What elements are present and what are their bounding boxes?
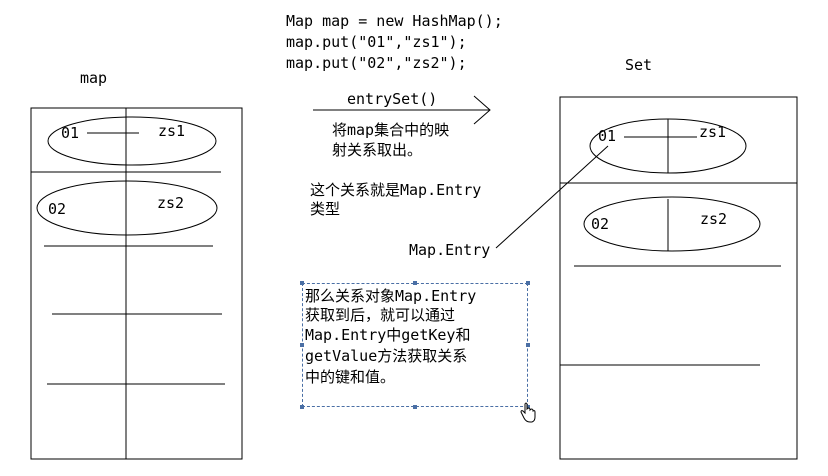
type-note-line: 类型	[310, 200, 341, 218]
code-line: Map map = new HashMap();	[286, 12, 503, 30]
map-container	[30, 107, 243, 460]
set-title: Set	[625, 56, 653, 74]
code-line: map.put("01","zs1");	[286, 33, 467, 51]
extract-note-line: 射关系取出。	[332, 141, 423, 159]
resize-handle[interactable]	[526, 343, 530, 347]
resize-handle[interactable]	[413, 405, 417, 409]
resize-handle[interactable]	[526, 281, 530, 285]
map-entry-pointer-line	[495, 145, 609, 249]
resize-handle[interactable]	[413, 281, 417, 285]
set-entry-value: zs1	[699, 123, 727, 141]
resize-handle[interactable]	[300, 343, 304, 347]
set-container	[559, 96, 798, 460]
map-entry-value: zs1	[158, 122, 186, 140]
map-entry-key: 02	[48, 200, 67, 218]
box-note-line: 获取到后，就可以通过	[305, 306, 456, 324]
extract-note-line: 将map集合中的映	[332, 121, 450, 139]
hand-cursor-icon	[520, 402, 536, 423]
resize-handle[interactable]	[300, 281, 304, 285]
set-entry-key: 01	[598, 127, 617, 145]
box-note-line: 那么关系对象Map.Entry	[305, 287, 477, 305]
arrow-head	[473, 95, 491, 125]
map-entry-oval	[36, 180, 218, 236]
set-entry-key: 02	[591, 215, 610, 233]
map-entry-oval	[47, 116, 217, 166]
entryset-label: entrySet()	[347, 90, 438, 108]
code-line: map.put("02","zs2");	[286, 54, 467, 72]
box-note-line: 中的键和值。	[305, 368, 396, 386]
map-entry-key: 01	[61, 124, 80, 142]
set-entry-value: zs2	[700, 210, 728, 228]
box-note-line: Map.Entry中getKey和	[305, 326, 471, 344]
resize-handle[interactable]	[526, 405, 530, 409]
box-note-line: getValue方法获取关系	[305, 347, 468, 365]
map-title: map	[80, 69, 108, 87]
map-entry-label: Map.Entry	[409, 241, 491, 259]
set-entry-oval	[583, 196, 761, 252]
map-entry-value: zs2	[157, 194, 185, 212]
resize-handle[interactable]	[300, 405, 304, 409]
type-note-line: 这个关系就是Map.Entry	[310, 181, 482, 199]
